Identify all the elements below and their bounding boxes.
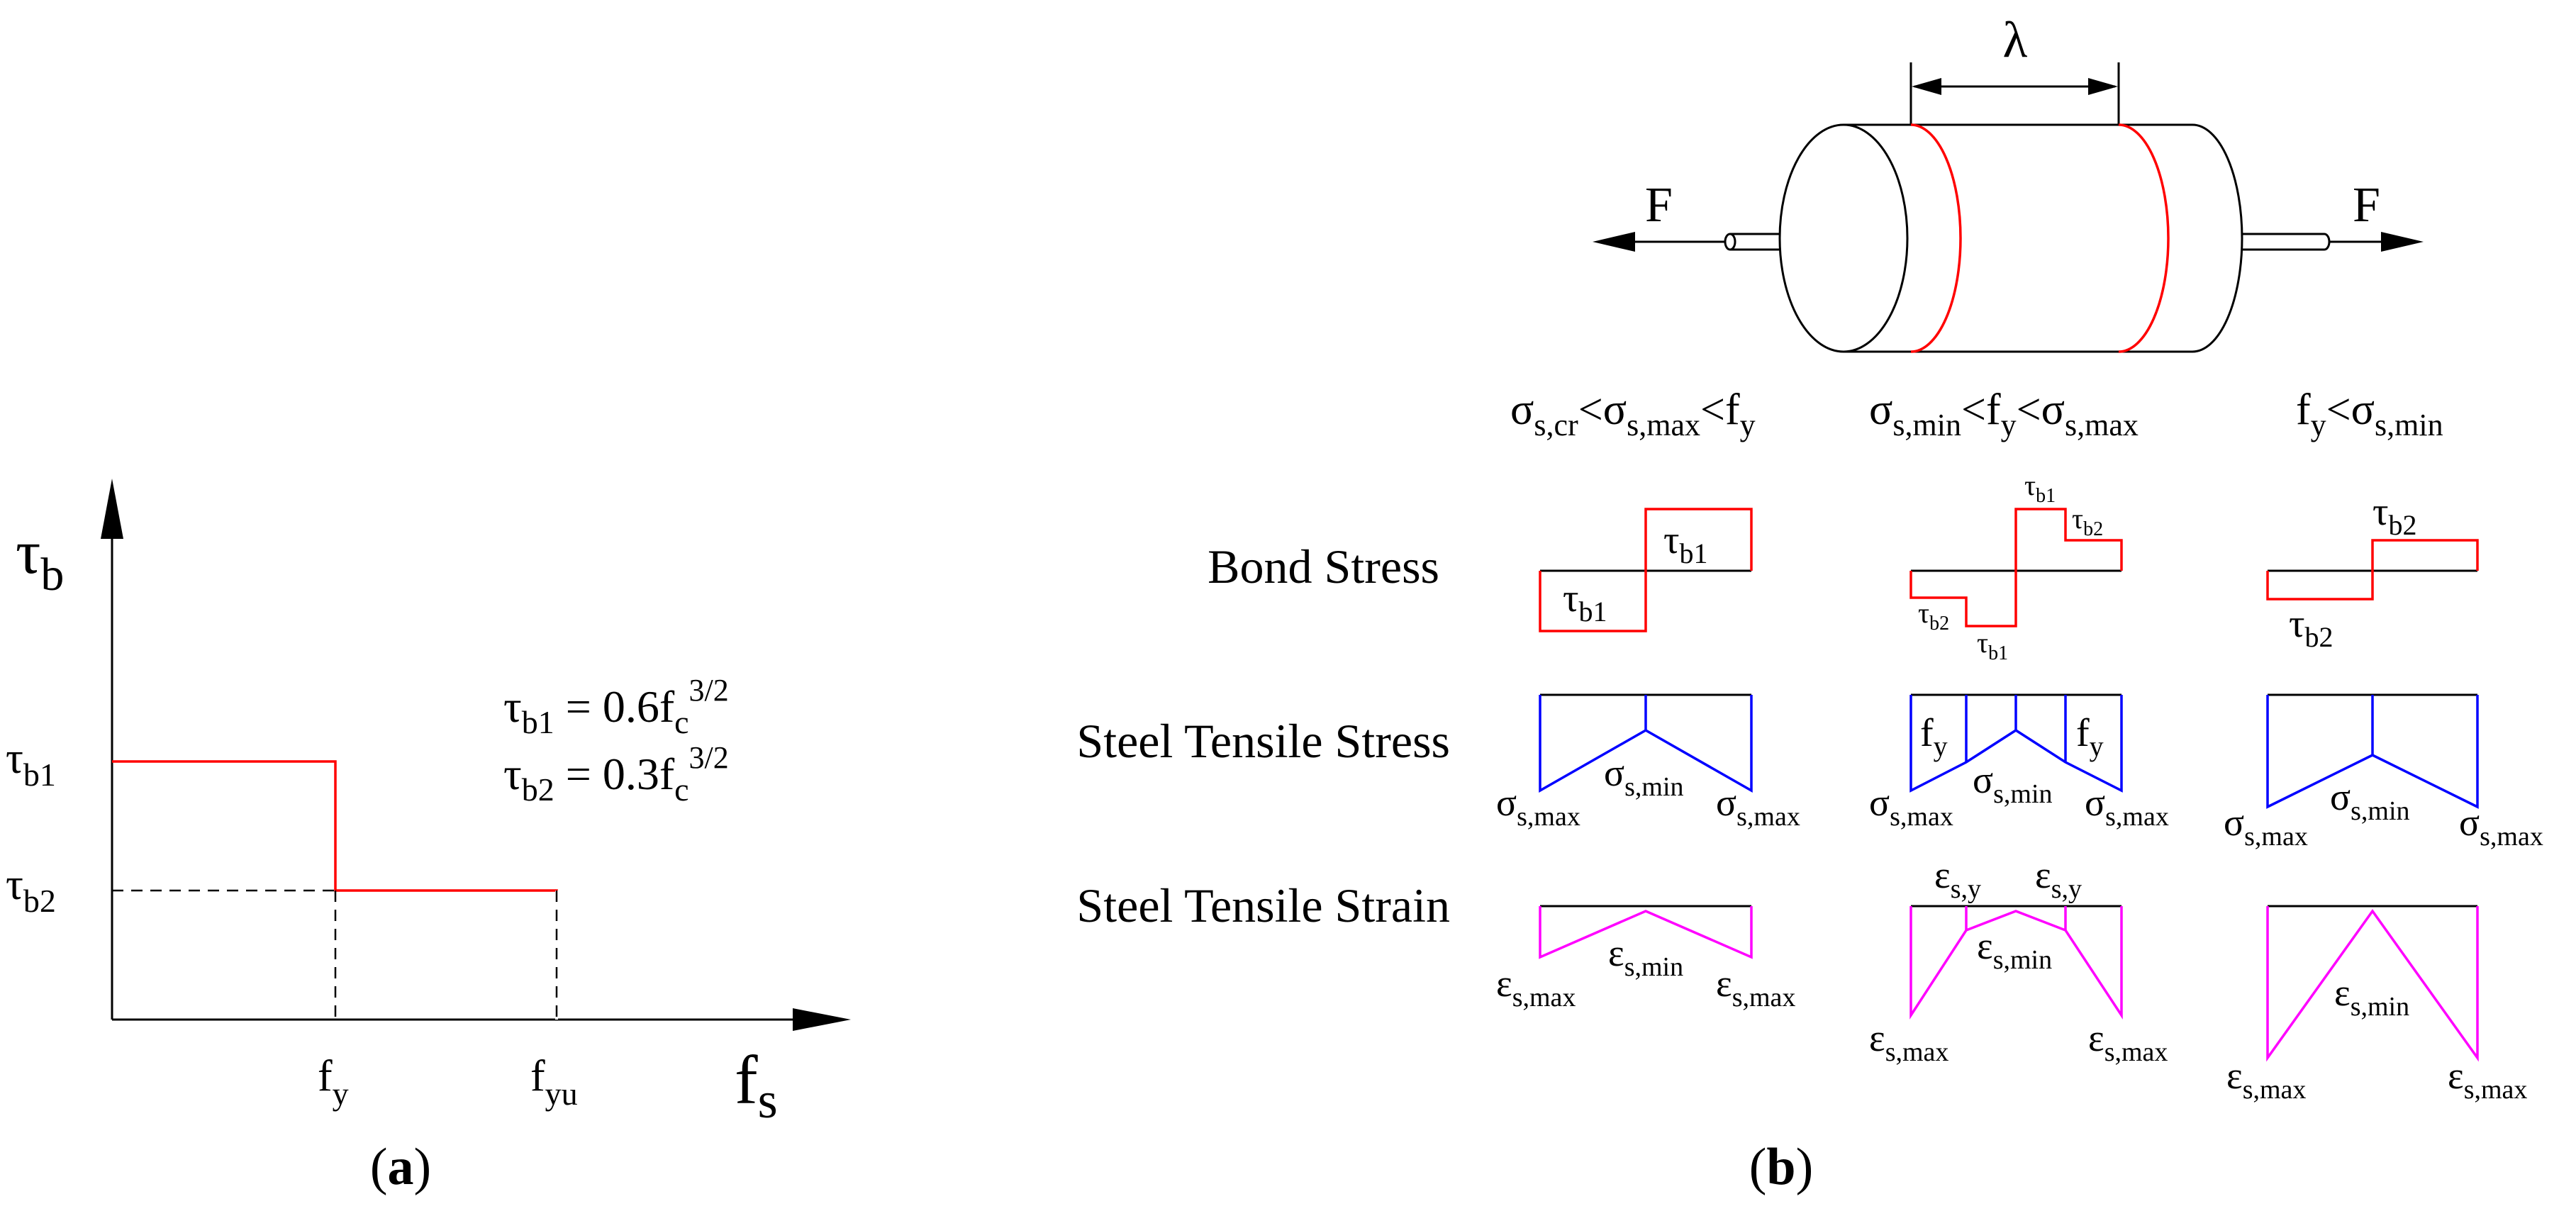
label-smax-left: σs,max bbox=[1869, 781, 1953, 832]
tick-label-fyu: fyu bbox=[530, 1052, 578, 1112]
rod-right-end bbox=[2324, 233, 2331, 251]
x-axis-arrow bbox=[793, 1008, 851, 1031]
label-emax-left: εs,max bbox=[1869, 1017, 1948, 1067]
label-tb1-bottom: τb1 bbox=[1977, 627, 2008, 664]
label-emax-right: εs,max bbox=[2448, 1054, 2527, 1105]
label-emax-right: εs,max bbox=[1716, 962, 1795, 1012]
force-left-label: F bbox=[1645, 178, 1673, 233]
bond-curve bbox=[1539, 508, 1753, 632]
label-fy-right: fy bbox=[2076, 711, 2104, 762]
label-smax-left: σs,max bbox=[1496, 781, 1580, 832]
row-label-steel-strain: Steel Tensile Strain bbox=[1076, 878, 1450, 932]
bond-curve bbox=[1909, 508, 2123, 627]
case-header-1: σs,cr<σs,max<fy bbox=[1510, 386, 1756, 442]
bond-diagram-case3: τb2 τb2 bbox=[2266, 490, 2479, 653]
label-smax-right: σs,max bbox=[1716, 781, 1800, 832]
case-header-3: fy<σs,min bbox=[2296, 386, 2443, 442]
crack-right bbox=[2118, 123, 2170, 353]
strain-curve bbox=[1539, 906, 1753, 959]
strain-diagram-case1: εs,max εs,min εs,max bbox=[1496, 905, 1795, 1012]
cylinder-back-end bbox=[2192, 123, 2243, 353]
label-emin: εs,min bbox=[1977, 925, 2052, 975]
case-header-2: σs,min<fy<σs,max bbox=[1869, 386, 2139, 442]
row-label-bond-stress: Bond Stress bbox=[1208, 540, 1439, 593]
caption-b: (b) bbox=[1749, 1138, 1813, 1196]
force-right-label: F bbox=[2353, 178, 2380, 233]
label-emax-left: εs,max bbox=[2226, 1054, 2306, 1105]
caption-a: (a) bbox=[370, 1138, 431, 1196]
label-smax-left: σs,max bbox=[2224, 801, 2308, 852]
case-headers: σs,cr<σs,max<fy σs,min<fy<σs,max fy<σs,m… bbox=[1510, 386, 2443, 442]
strain-curve bbox=[1909, 906, 2123, 1020]
stress-diagram-case3: σs,max σs,min σs,max bbox=[2224, 693, 2543, 852]
stress-diagram-case2: fy fy σs,max σs,min σs,max bbox=[1869, 693, 2169, 832]
crack-left bbox=[1910, 123, 1962, 353]
label-fy-left: fy bbox=[1920, 711, 1948, 762]
label-smax-right: σs,max bbox=[2459, 801, 2543, 852]
label-tb2-bottom: τb2 bbox=[1918, 597, 1949, 635]
tick-label-tb2: τb2 bbox=[6, 861, 56, 919]
tick-label-fy: fy bbox=[318, 1052, 349, 1112]
cylinder-front-end bbox=[1778, 123, 1909, 353]
panel-a: τb fs τb1 τb2 fy fyu τb1 = 0.6fc3/2 τb2 … bbox=[6, 479, 851, 1196]
label-smin: σs,min bbox=[2330, 776, 2410, 826]
steel-strain-row: εs,max εs,min εs,max εs,y εs,y εs,min εs… bbox=[1496, 854, 2527, 1105]
strain-diagram-case3: εs,min εs,max εs,max bbox=[2226, 905, 2527, 1105]
label-ey-left: εs,y bbox=[1934, 854, 1981, 904]
bond-curve bbox=[2266, 539, 2479, 601]
bond-stress-row: τb1 τb1 τb1 τb2 τb2 τb1 τb2 τb2 bbox=[1539, 469, 2479, 664]
label-tb2-lower: τb2 bbox=[2289, 602, 2334, 653]
force-right-arrow bbox=[2381, 232, 2424, 252]
label-emin: εs,min bbox=[1608, 932, 1683, 982]
strain-curve bbox=[2266, 906, 2479, 1062]
label-tb1-lower: τb1 bbox=[1563, 576, 1607, 627]
stress-diagram-case1: σs,max σs,min σs,max bbox=[1496, 693, 1800, 832]
label-tb1-top: τb1 bbox=[2024, 469, 2056, 507]
y-axis-label: τb bbox=[16, 518, 64, 601]
label-smin: σs,min bbox=[1604, 752, 1684, 802]
lambda-arrow-left bbox=[1912, 78, 1941, 95]
rod-left-end bbox=[1724, 233, 1736, 251]
label-emin: εs,min bbox=[2334, 971, 2409, 1022]
equation-tb1: τb1 = 0.6fc3/2 bbox=[503, 673, 729, 740]
tick-label-tb1: τb1 bbox=[6, 735, 56, 793]
x-axis-label: fs bbox=[735, 1042, 778, 1129]
label-emax-left: εs,max bbox=[1496, 962, 1576, 1012]
label-ey-right: εs,y bbox=[2035, 854, 2082, 904]
bond-diagram-case2: τb1 τb2 τb2 τb1 bbox=[1909, 469, 2123, 664]
label-smin: σs,min bbox=[1973, 759, 2053, 809]
label-tb1-upper: τb1 bbox=[1663, 518, 1708, 569]
label-emax-right: εs,max bbox=[2088, 1017, 2168, 1067]
label-smax-right: σs,max bbox=[2085, 781, 2169, 832]
lambda-arrow-right bbox=[2088, 78, 2118, 95]
lambda-label: λ bbox=[2003, 11, 2028, 68]
panel-b-cylinder bbox=[1593, 62, 2424, 353]
bond-diagram-case1: τb1 τb1 bbox=[1539, 508, 1753, 632]
label-tb2-upper: τb2 bbox=[2373, 490, 2417, 541]
equation-tb2: τb2 = 0.3fc3/2 bbox=[503, 740, 729, 808]
strain-diagram-case2: εs,y εs,y εs,min εs,max εs,max bbox=[1869, 854, 2168, 1067]
label-tb2-top: τb2 bbox=[2072, 503, 2103, 540]
row-label-steel-stress: Steel Tensile Stress bbox=[1076, 714, 1450, 768]
force-left-arrow bbox=[1593, 232, 1635, 252]
y-axis-arrow bbox=[101, 479, 123, 539]
steel-stress-row: σs,max σs,min σs,max fy fy σs,max σs,min… bbox=[1496, 693, 2543, 852]
